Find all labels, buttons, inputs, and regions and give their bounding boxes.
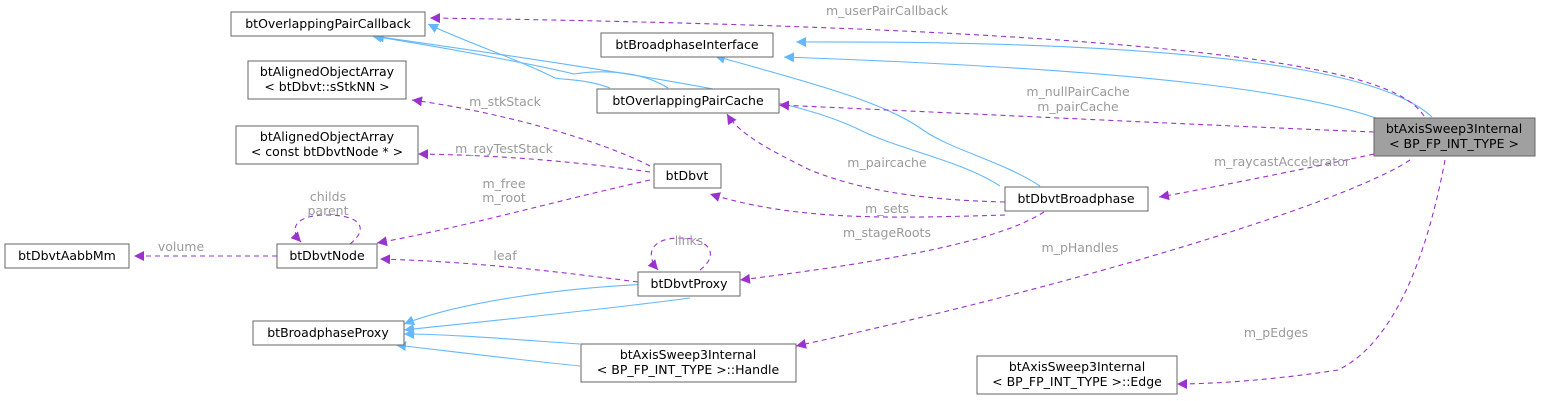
node-overlapping-pair-callback-label: btOverlappingPairCallback [245,16,411,31]
edges [134,13,1446,389]
node-overlapping-pair-cache-label: btOverlappingPairCache [612,93,764,108]
node-aligned-array-stknn-line2: < btDbvt::sStkNN > [264,79,389,94]
label-m-raycast-accelerator: m_raycastAccelerator [1214,154,1351,169]
nodes: btAxisSweep3Internal < BP_FP_INT_TYPE > … [4,11,1536,395]
label-m-paircache: m_paircache [847,155,927,170]
inherit-edge-dbvt-proxy-broadphase-proxy-2 [403,297,691,334]
label-m-p-edges: m_pEdges [1244,325,1308,340]
node-axis-sweep3-internal-line2: < BP_FP_INT_TYPE > [1389,136,1519,151]
usage-edge-links [647,237,711,271]
node-handle-line1: btAxisSweep3Internal [620,347,756,362]
node-handle[interactable]: btAxisSweep3Internal < BP_FP_INT_TYPE >:… [580,343,797,383]
label-m-null-pair-cache: m_nullPairCache [1026,84,1130,99]
node-dbvt-node-label: btDbvtNode [289,248,365,263]
node-aligned-array-dbvtnode-line2: < const btDbvtNode * > [251,144,403,159]
label-m-ray-test-stack: m_rayTestStack [455,141,554,156]
node-edge[interactable]: btAxisSweep3Internal < BP_FP_INT_TYPE >:… [976,355,1178,395]
node-dbvt-label: btDbvt [666,168,709,183]
node-aligned-array-dbvtnode[interactable]: btAlignedObjectArray < const btDbvtNode … [235,125,419,165]
usage-edge-raycast-accelerator [1158,153,1375,201]
usage-edge-p-edges [1176,159,1446,389]
node-edge-line2: < BP_FP_INT_TYPE >::Edge [992,374,1162,389]
usage-edge-p-handles [795,159,1411,349]
label-m-stage-roots: m_stageRoots [843,225,931,240]
node-dbvt-proxy-label: btDbvtProxy [651,276,729,291]
node-axis-sweep3-internal-line1: btAxisSweep3Internal [1386,121,1522,136]
inherit-edge-dbvt-broadphase-overlapping-pair-callback [373,32,1001,187]
usage-edge-stage-roots [739,211,1045,284]
node-aligned-array-stknn[interactable]: btAlignedObjectArray < btDbvt::sStkNN > [247,60,407,100]
node-broadphase-proxy-label: btBroadphaseProxy [267,325,389,340]
label-m-p-handles: m_pHandles [1042,240,1119,255]
node-aligned-array-stknn-line1: btAlignedObjectArray [260,64,395,79]
label-volume: volume [158,239,205,254]
node-dbvt-node[interactable]: btDbvtNode [276,243,378,269]
usage-edge-sets [709,192,1006,218]
label-parent: parent [308,203,349,218]
node-dbvt-proxy[interactable]: btDbvtProxy [637,271,741,297]
inherit-edge-pair-cache-callback-1 [371,32,669,89]
usage-edge-null-pair-cache [778,100,1375,133]
node-overlapping-pair-callback[interactable]: btOverlappingPairCallback [230,11,426,37]
usage-edge-leaf [379,254,639,283]
usage-edge-ray-test-stack [417,149,651,173]
node-overlapping-pair-cache[interactable]: btOverlappingPairCache [596,88,780,114]
node-broadphase-interface-label: btBroadphaseInterface [615,37,759,52]
node-axis-sweep3-internal[interactable]: btAxisSweep3Internal < BP_FP_INT_TYPE > [1373,117,1536,157]
label-m-pair-cache: m_pairCache [1037,99,1119,114]
node-handle-line2: < BP_FP_INT_TYPE >::Handle [597,362,780,377]
node-dbvt-aabbmm-label: btDbvtAabbMm [18,248,116,263]
node-broadphase-proxy[interactable]: btBroadphaseProxy [252,320,405,346]
edge-labels: m_userPairCallback m_nullPairCache m_pai… [158,3,1351,340]
inherit-edge-handle-broadphase-proxy-1 [403,329,581,345]
inherit-edge-dbvt-broadphase-broadphase-interface [783,52,1377,119]
usage-edge-paircache [726,113,1006,203]
label-m-root: m_root [482,190,526,205]
node-edge-line1: btAxisSweep3Internal [1009,359,1145,374]
usage-edge-free-root [376,179,651,247]
node-dbvt-aabbmm[interactable]: btDbvtAabbMm [4,243,130,269]
usage-edge-childs-parent [290,214,361,245]
label-m-stk-stack: m_stkStack [469,94,541,109]
usage-edge-user-pair-callback [429,13,1425,117]
label-m-sets: m_sets [865,201,909,216]
label-leaf: leaf [493,248,517,263]
inherit-edge-dbvt-broadphase-broadphase-interface-2 [714,53,1041,187]
inherit-edge-dbvt-proxy-broadphase-proxy-1 [403,283,651,326]
usage-edge-stk-stack [411,96,651,167]
node-broadphase-interface[interactable]: btBroadphaseInterface [600,32,774,58]
label-childs: childs [310,189,346,204]
node-dbvt-broadphase[interactable]: btDbvtBroadphase [1004,186,1149,212]
label-links: links [675,233,704,248]
label-m-user-pair-callback: m_userPairCallback [826,3,949,18]
node-dbvt-broadphase-label: btDbvtBroadphase [1017,191,1134,206]
node-dbvt[interactable]: btDbvt [653,163,722,189]
label-m-free: m_free [482,176,525,191]
node-aligned-array-dbvtnode-line1: btAlignedObjectArray [260,129,395,144]
inherit-edge-handle-broadphase-proxy-2 [395,341,581,367]
inherit-edge-pair-cache-callback-2 [427,23,611,89]
inherit-edge-root-broadphase-interface [795,36,1433,118]
